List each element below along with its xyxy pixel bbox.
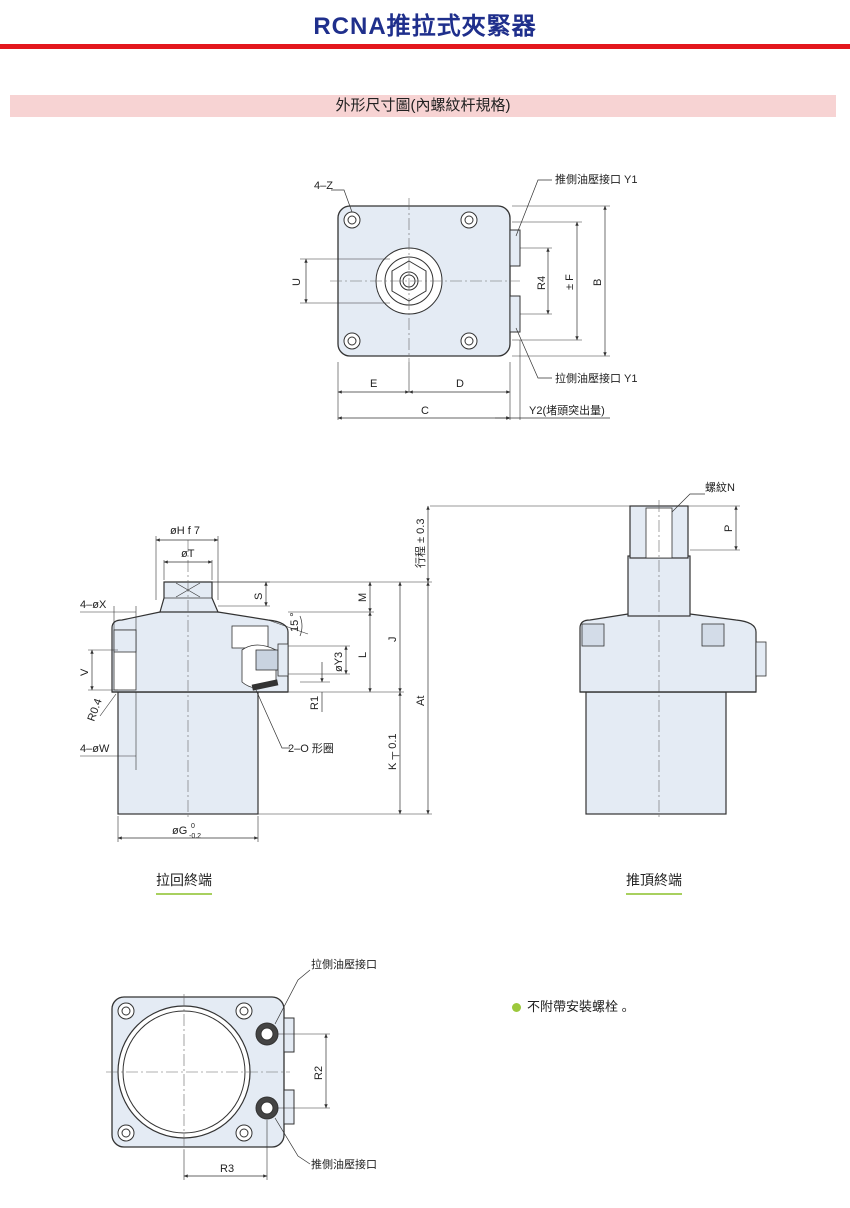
top-view bbox=[300, 179, 610, 420]
label-w: 4–øW bbox=[80, 743, 110, 755]
label-r1: R1 bbox=[309, 696, 321, 710]
label-r4: R4 bbox=[536, 276, 548, 290]
label-r3: R3 bbox=[220, 1163, 234, 1175]
caption-retracted: 拉回終端 bbox=[156, 870, 212, 895]
label-oring: 2–O 形圈 bbox=[288, 742, 334, 755]
label-x: 4–øX bbox=[80, 599, 107, 611]
label-l: L bbox=[357, 652, 369, 658]
label-g: øG bbox=[172, 825, 187, 837]
label-angle: 15 ° bbox=[289, 612, 301, 632]
label-d: D bbox=[456, 378, 464, 390]
side-view-labels: øH f 7 øT 4–øX S M 15 ° J 行程 ± 0.3 V øY3… bbox=[79, 519, 427, 840]
label-e: E bbox=[370, 378, 377, 390]
label-push-port: 推側油壓接口 bbox=[311, 1157, 377, 1171]
top-view-labels: 4–Z 推側油壓接口 Y1 拉側油壓接口 Y1 U R4 ± F B E D C… bbox=[291, 172, 638, 417]
label-k: K ┬ 0.1 bbox=[387, 733, 400, 770]
label-h: øH f 7 bbox=[170, 525, 200, 537]
page-title: RCNA推拉式夾緊器 bbox=[313, 13, 537, 40]
label-n: 螺紋N bbox=[705, 480, 735, 494]
label-s: S bbox=[253, 593, 265, 600]
label-t: øT bbox=[181, 548, 195, 560]
label-z: 4–Z bbox=[314, 180, 333, 192]
label-pull-port: 拉側油壓接口 bbox=[311, 957, 377, 971]
label-j: J bbox=[387, 637, 399, 643]
extended-view-labels: 螺紋N P bbox=[705, 480, 735, 532]
note: 不附帶安裝螺栓 。 bbox=[512, 996, 635, 1015]
label-u: U bbox=[291, 278, 303, 286]
bottom-view-labels: 拉側油壓接口 推側油壓接口 R2 R3 bbox=[220, 957, 377, 1175]
label-m: M bbox=[357, 593, 369, 602]
note-text: 不附帶安裝螺栓 。 bbox=[527, 999, 635, 1014]
label-b: B bbox=[592, 279, 604, 286]
label-r2: R2 bbox=[313, 1066, 325, 1080]
label-r04: R0.4 bbox=[86, 697, 105, 723]
side-view-dims bbox=[80, 505, 690, 842]
label-y3: øY3 bbox=[333, 652, 345, 672]
label-c: C bbox=[421, 405, 429, 417]
bullet-icon bbox=[512, 1003, 521, 1013]
extended-view-dims bbox=[671, 493, 740, 551]
label-stroke: 行程 ± 0.3 bbox=[414, 519, 427, 568]
label-p: P bbox=[723, 525, 735, 532]
section-banner: 外形尺寸圖(內螺紋杆規格) bbox=[10, 95, 836, 117]
side-view bbox=[111, 581, 289, 815]
label-y1-push: 推側油壓接口 Y1 bbox=[555, 172, 638, 186]
label-y2: Y2(堵頭突出量) bbox=[529, 403, 605, 417]
title-underline bbox=[0, 44, 850, 49]
label-v: V bbox=[79, 668, 91, 676]
label-g-tol-lower: -0.2 bbox=[189, 833, 201, 840]
caption-extended: 推頂終端 bbox=[626, 870, 682, 895]
label-g-tol-upper: 0 bbox=[191, 823, 195, 830]
label-y1-pull: 拉側油壓接口 Y1 bbox=[555, 371, 638, 385]
bottom-view bbox=[106, 969, 330, 1180]
label-f: ± F bbox=[564, 274, 576, 290]
extended-view bbox=[579, 500, 767, 820]
label-at: At bbox=[415, 696, 427, 706]
